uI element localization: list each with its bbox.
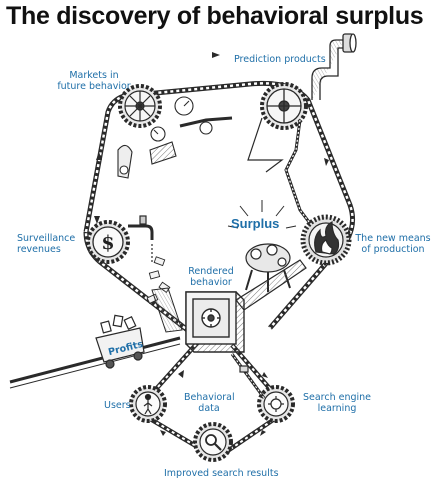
label-rendered-line1: Rendered (188, 266, 234, 277)
flow-arrows (94, 52, 329, 436)
dollar-icon: $ (86, 220, 130, 264)
periscope-pipe-icon (311, 33, 357, 100)
gear-icon (118, 84, 162, 128)
inner-belt (247, 117, 314, 227)
label-markets: Markets in future behavior (54, 70, 134, 92)
label-users: Users (104, 400, 131, 411)
faucet-icon (128, 215, 154, 262)
magnifier-icon (193, 422, 233, 462)
separator-machine (235, 243, 307, 311)
label-prediction-products: Prediction products (234, 54, 326, 65)
label-search-engine-learning: Search engine learning (296, 392, 378, 414)
label-behavioral-line2: data (198, 403, 220, 414)
label-rendered-behavior: Rendered behavior (186, 266, 236, 288)
label-new-means-line1: The new means (355, 233, 431, 244)
fire-icon (300, 214, 352, 266)
gear-icon (257, 385, 295, 423)
label-search-engine-line2: learning (317, 403, 357, 414)
label-surplus: Surplus (231, 216, 280, 231)
label-improved-search-results: Improved search results (164, 468, 279, 479)
label-search-engine-line1: Search engine (302, 392, 372, 403)
label-markets-line1: Markets in (69, 70, 119, 81)
gear-icon (260, 82, 308, 130)
gauge-icon (117, 96, 233, 179)
page-title: The discovery of behavioral surplus (6, 2, 424, 30)
cart-icon (9, 314, 181, 389)
label-markets-line2: future behavior (57, 81, 131, 92)
label-surveillance-line1: Surveillance (17, 233, 76, 244)
label-rendered-line2: behavior (190, 277, 232, 288)
label-behavioral-line1: Behavioral (184, 392, 235, 403)
lever-icon (230, 353, 266, 399)
label-new-means-line2: of production (361, 244, 425, 255)
svg-text:$: $ (101, 232, 114, 254)
surplus-burst (227, 200, 297, 229)
chute (151, 287, 183, 333)
user-icon (129, 385, 167, 423)
label-surveillance-line2: revenues (17, 244, 61, 255)
safe-icon (185, 291, 245, 353)
label-new-means: The new means of production (354, 233, 432, 255)
label-behavioral-data: Behavioral data (184, 392, 235, 414)
label-surveillance-revenues: Surveillance revenues (17, 233, 75, 255)
